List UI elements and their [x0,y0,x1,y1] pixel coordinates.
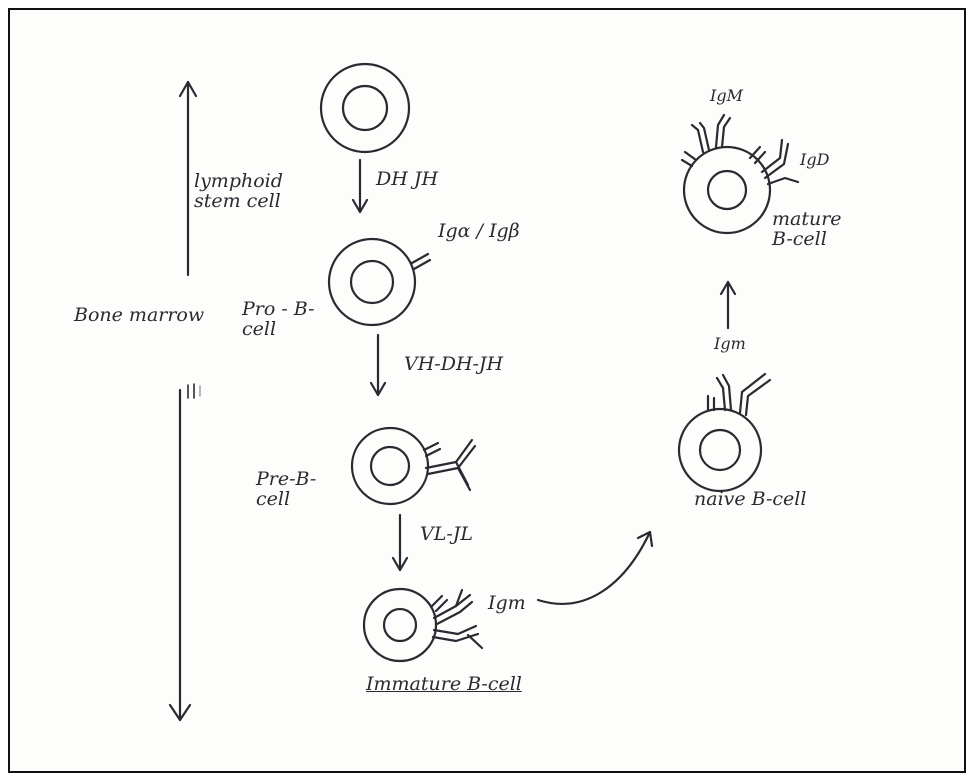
bone-marrow-label: Bone marrow [74,304,205,326]
diagram-frame: lymphoid stem cell DH JH Igα / Igβ Bone … [8,8,966,773]
naive-b-cell [677,372,772,493]
naive-b-cell-label: naive B-cell [694,488,807,510]
mature-b-cell [680,113,800,235]
mature-b-cell-label: mature B-cell [772,208,842,250]
ig-alpha-beta-label: Igα / Igβ [438,220,520,242]
immature-b-cell-label: Immature B-cell [366,673,522,695]
igm-immature-label: Igm [488,592,526,614]
igd-mature-label: IgD [800,150,830,169]
pro-b-cell-label: Pro - B- cell [242,298,315,340]
vl-jl-label: VL-JL [420,523,473,545]
igm-mature-label: IgM [710,86,743,105]
pro-b-cell [327,237,432,327]
arrow-stem-to-pro [351,158,369,214]
pre-b-cell [350,426,477,506]
arrow-immature-to-naive [536,530,654,605]
igm-naive-label: Igm [714,334,746,353]
arrow-pre-to-immature [391,513,409,572]
bone-marrow-up-arrow [178,80,198,277]
immature-b-cell [362,587,484,663]
bone-marrow-down-arrow [168,383,201,722]
vh-dh-jh-label: VH-DH-JH [404,353,504,375]
b-cell-development-diagram [168,62,800,722]
lymphoid-stem-cell [319,62,411,154]
lymphoid-stem-cell-label: lymphoid stem cell [194,170,283,212]
arrow-naive-to-mature [719,280,737,330]
pre-b-cell-label: Pre-B- cell [256,468,317,510]
dh-jh-label: DH JH [376,168,439,190]
arrow-pro-to-pre [369,333,387,397]
